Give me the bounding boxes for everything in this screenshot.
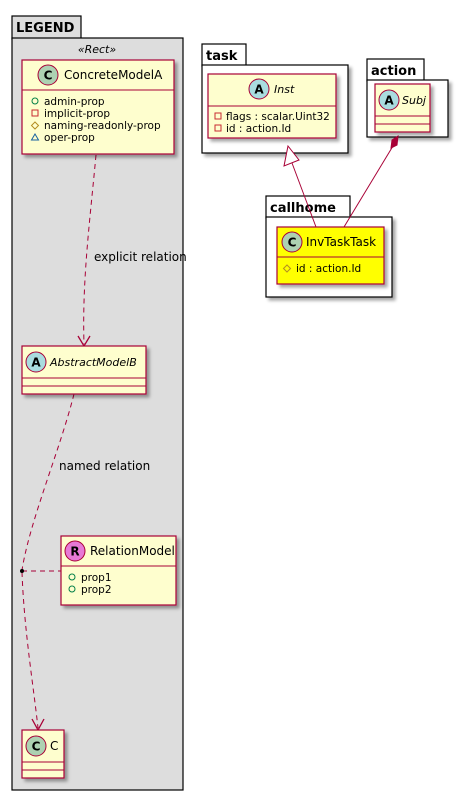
public-visibility-icon <box>68 585 76 593</box>
class-inv-task-task[interactable]: C InvTaskTask id : action.Id <box>276 226 385 285</box>
class-badge-icon <box>25 735 47 757</box>
abstract-badge-icon <box>25 351 47 373</box>
class-name: RelationModel <box>90 544 175 558</box>
class-name: InvTaskTask <box>306 235 376 249</box>
class-abstract-model-b[interactable]: A AbstractModelB <box>21 345 147 395</box>
edge-generalization-inst <box>283 144 317 228</box>
protected-visibility-icon <box>282 264 292 273</box>
public-visibility-icon <box>68 573 76 581</box>
relation-badge-icon <box>64 540 86 562</box>
attribute: prop1 <box>81 572 112 584</box>
attribute: implicit-prop <box>44 108 110 120</box>
class-subj[interactable]: A Subj <box>374 83 431 133</box>
private-visibility-icon <box>31 109 39 117</box>
package-legend: LEGEND «Rect» <box>11 15 184 791</box>
public-visibility-icon <box>31 97 39 105</box>
class-name: AbstractModelB <box>49 356 137 369</box>
edge-named-relation: named relation <box>20 393 150 732</box>
package-action-title: action <box>371 64 416 79</box>
edge-label-named: named relation <box>59 459 150 473</box>
badge-letter: C <box>44 69 53 83</box>
attribute: oper-prop <box>44 132 95 144</box>
attribute: flags : scalar.Uint32 <box>226 111 330 123</box>
class-badge-icon <box>37 64 59 86</box>
abstract-badge-icon <box>248 78 270 100</box>
protected-visibility-icon <box>30 121 40 130</box>
class-badge-icon <box>281 231 303 253</box>
badge-letter: A <box>31 356 41 370</box>
private-visibility-icon <box>214 112 222 120</box>
package-task-title: task <box>206 49 238 64</box>
badge-letter: C <box>32 740 41 754</box>
class-name: Subj <box>402 94 427 107</box>
class-c[interactable]: C C <box>21 729 65 779</box>
class-concrete-model-a[interactable]: C ConcreteModelA admin-prop implicit-pro… <box>21 59 175 155</box>
class-relation-model[interactable]: R RelationModel prop1 prop2 <box>60 535 177 606</box>
edge-label-explicit: explicit relation <box>94 250 187 264</box>
legend-stereotype: «Rect» <box>78 43 117 56</box>
attribute: prop2 <box>81 584 112 596</box>
package-legend-title: LEGEND <box>16 21 75 36</box>
class-inst[interactable]: A Inst flags : scalar.Uint32 id : action… <box>207 73 337 139</box>
package-callhome-title: callhome <box>270 201 336 216</box>
class-name: Inst <box>274 83 295 96</box>
package-visibility-icon <box>30 133 40 141</box>
badge-letter: C <box>288 236 297 250</box>
badge-letter: A <box>254 83 264 97</box>
private-visibility-icon <box>214 124 222 132</box>
badge-letter: A <box>384 94 394 108</box>
attribute: id : action.Id <box>296 263 361 275</box>
attribute: id : action.Id <box>226 123 291 135</box>
edge-composition-subj <box>343 134 399 228</box>
association-point <box>20 569 24 573</box>
class-name: ConcreteModelA <box>64 68 163 82</box>
attribute: admin-prop <box>44 96 105 108</box>
abstract-badge-icon <box>378 89 400 111</box>
badge-letter: R <box>70 545 79 559</box>
attribute: naming-readonly-prop <box>44 120 161 132</box>
class-name: C <box>50 739 58 753</box>
